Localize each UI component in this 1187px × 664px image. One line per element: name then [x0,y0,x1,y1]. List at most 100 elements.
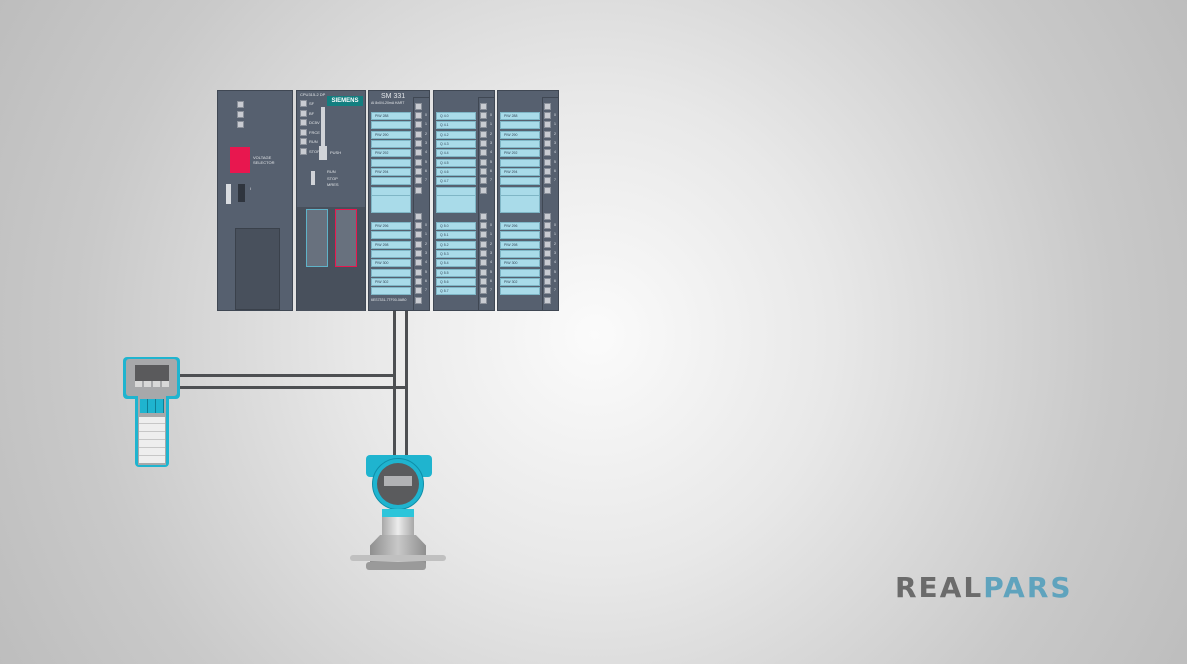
status-led [480,222,487,229]
status-led [415,268,422,276]
order-number: 6ES7331-7TF00-0AB0 [371,298,407,302]
io-slot: PIW 302 [500,277,540,286]
status-led [480,167,487,175]
io-slot: Q 4.4 [436,149,476,158]
hart-communicator[interactable] [123,357,181,467]
io-slot: Q 5.0 [436,222,476,230]
io-slot: Q 4.1 [436,121,476,130]
status-led [415,259,422,267]
status-led [544,112,551,119]
siemens-logo: SIEMENS [327,96,363,106]
status-led [544,177,551,185]
hart-wire [180,386,408,389]
module-title: SM 331 [381,93,406,100]
status-led [415,167,422,175]
power-switch[interactable] [226,184,231,204]
io-slot [500,158,540,167]
status-led [480,158,487,166]
status-led [415,130,422,138]
io-slot: Q 5.4 [436,259,476,268]
pressure-transmitter [348,455,446,580]
status-led [480,130,487,138]
cpu-led-label: DC5V [309,120,320,125]
io-slot: Q 4.5 [436,158,476,167]
status-led [544,139,551,147]
hart-wire [180,374,395,377]
mpi-port[interactable] [306,209,328,267]
voltage-selector[interactable] [230,147,250,173]
io-slot: Q 5.2 [436,240,476,249]
status-led [544,167,551,175]
status-led [415,287,422,295]
io-slot: Q 5.6 [436,277,476,286]
io-slot: PIW 298 [500,240,540,249]
status-led [480,259,487,267]
cpu-led [300,100,307,107]
io-slot [500,139,540,148]
status-led [544,249,551,257]
status-led [415,249,422,257]
module-subtitle: AI 8x0/4-20mA HART [371,101,405,105]
status-led [415,139,422,147]
io-slot [500,287,540,296]
status-led [480,177,487,185]
io-slot: PIW 288 [500,112,540,120]
io-slot: Q 5.5 [436,268,476,277]
status-led [544,231,551,239]
io-slot: PIW 302 [371,277,411,286]
cpu-led [300,109,307,117]
status-led [415,222,422,229]
status-led [415,240,422,248]
io-slot [371,287,411,296]
power-supply-module: VOLTAGE SELECTOR I [217,90,293,311]
io-slot: Q 4.3 [436,139,476,148]
io-slot: Q 4.0 [436,112,476,120]
io-slot: PIW 300 [371,259,411,268]
status-led [415,277,422,285]
cpu-led [300,128,307,136]
status-led [480,149,487,157]
io-slot: Q 5.7 [436,287,476,296]
io-slot [371,231,411,240]
voltage-selector-label: VOLTAGE SELECTOR [253,155,275,165]
io-slot: Q 5.1 [436,231,476,240]
status-led [544,259,551,267]
status-led [480,231,487,239]
io-slot: Q 4.6 [436,167,476,176]
io-slot [500,268,540,277]
status-led [544,222,551,229]
io-slot: Q 5.3 [436,249,476,258]
status-led [480,287,487,295]
status-led [480,277,487,285]
dp-port[interactable] [335,209,357,267]
status-led [415,149,422,157]
keypad[interactable] [140,399,164,413]
io-slot [371,268,411,277]
io-slot [500,121,540,130]
io-slot: PIW 296 [371,222,411,230]
status-led [415,121,422,129]
cpu-led-label: SF [309,101,315,106]
io-slot: PIW 290 [500,130,540,139]
status-led [480,240,487,248]
status-led [415,177,422,185]
status-led [544,158,551,166]
io-slot [371,121,411,130]
mode-switch[interactable] [311,171,315,185]
io-slot: PIW 294 [500,167,540,176]
status-led [480,268,487,276]
status-led [544,130,551,138]
io-slot [371,177,411,186]
screen [135,365,169,381]
io-slot [500,249,540,258]
cpu-led-label: RUN [309,139,318,144]
cpu-led-label: BF [309,110,315,116]
cpu-led [300,138,307,145]
io-slot: PIW 288 [371,112,411,120]
realpars-logo: REALPARS [895,571,1073,604]
status-led [480,249,487,257]
